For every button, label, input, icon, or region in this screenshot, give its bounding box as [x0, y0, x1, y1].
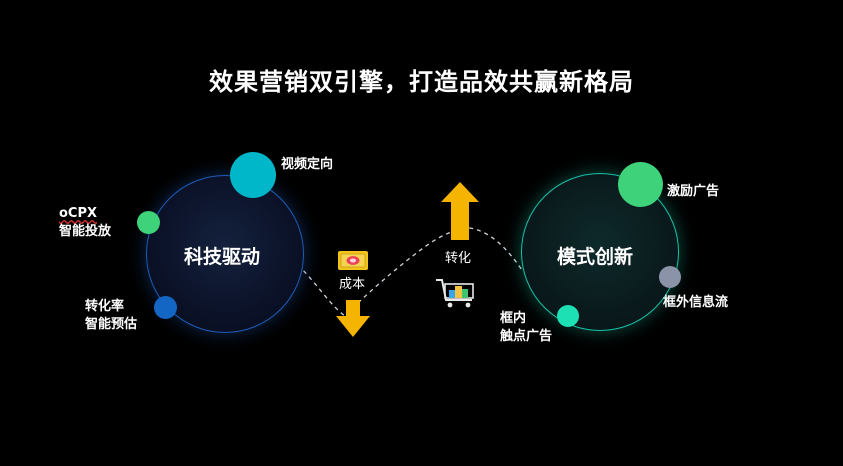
- tech-satellite-label-ocpx: oCPX 智能投放: [59, 206, 112, 239]
- model-engine-circle: [521, 173, 679, 331]
- money-icon: [338, 251, 368, 270]
- tech-satellite-label-video-targeting: 视频定向: [281, 157, 334, 172]
- model-satellite-dot-2: [557, 305, 579, 327]
- model-satellite-dot-0: [618, 162, 663, 207]
- tech-satellite-dot-1: [137, 211, 160, 234]
- tech-satellite-label-conversion-rate: 转化率 智能预估: [85, 299, 138, 332]
- conversion-up-arrow: [441, 182, 479, 240]
- tech-satellite-dot-0: [230, 152, 276, 198]
- model-engine-label: 模式创新: [557, 246, 634, 268]
- model-satellite-dot-1: [659, 266, 681, 288]
- tech-engine-label: 科技驱动: [184, 246, 261, 268]
- model-satellite-label-incentive-ads: 激励广告: [667, 184, 720, 199]
- tech-satellite-dot-2: [154, 296, 177, 319]
- model-satellite-label-in-frame-ads: 框内 触点广告: [500, 311, 553, 344]
- cost-label: 成本: [339, 277, 366, 292]
- conversion-label: 转化: [445, 251, 472, 266]
- cost-down-arrow: [336, 300, 370, 337]
- model-satellite-label-outside-feed: 框外信息流: [663, 295, 729, 310]
- shopping-cart-icon: [436, 279, 474, 308]
- dashed-curve: [297, 227, 523, 317]
- slide-title: 效果营销双引擎，打造品效共赢新格局: [209, 68, 634, 96]
